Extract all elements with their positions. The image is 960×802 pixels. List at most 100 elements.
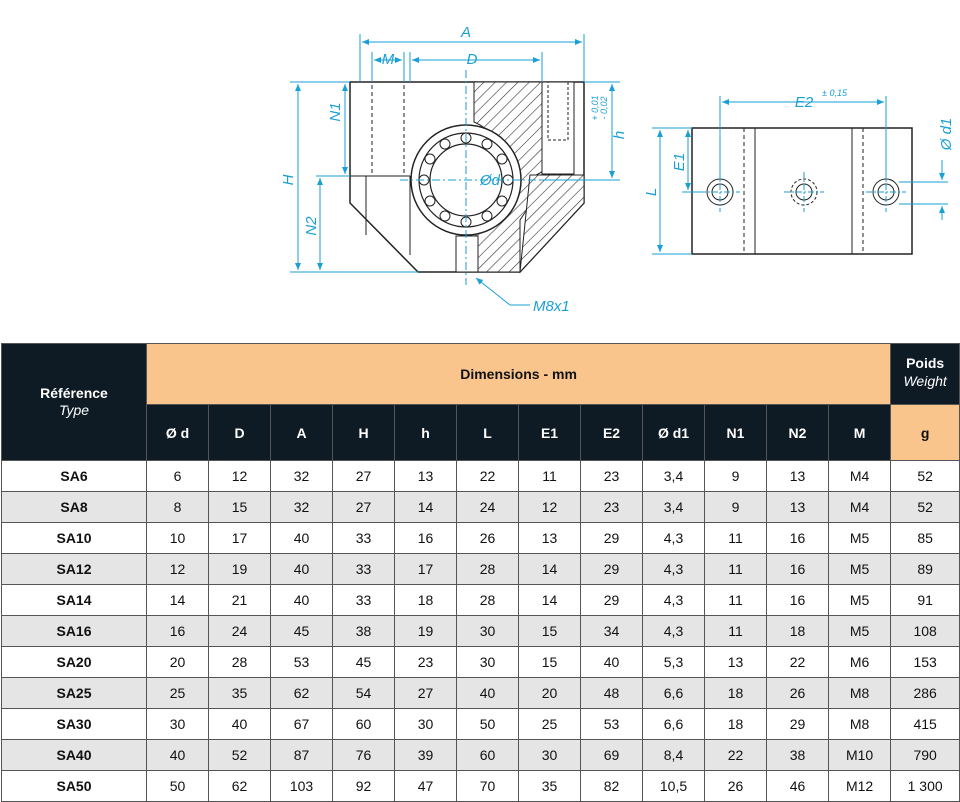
value-cell: 29 [580,522,643,554]
value-cell: 30 [456,615,519,647]
value-cell: 24 [208,615,271,647]
value-cell: 26 [456,522,519,554]
value-cell: 87 [270,739,333,771]
value-cell: 19 [394,615,457,647]
value-cell: 6,6 [642,708,705,740]
label-tol-plus: + 0,01 [590,95,600,120]
value-cell: 4,3 [642,522,705,554]
value-cell: 18 [704,708,767,740]
value-cell: 13 [704,646,767,678]
label-E2: E2 [795,94,814,111]
value-cell: 28 [456,584,519,616]
reference-cell: SA20 [1,646,147,678]
value-cell: 13 [766,460,829,492]
value-cell: 70 [456,770,519,802]
value-cell: 11 [704,553,767,585]
value-cell: 22 [704,739,767,771]
value-cell: 26 [766,677,829,709]
column-header: D [208,404,271,461]
label-E2-tol: ± 0,15 [822,88,848,98]
value-cell: 16 [766,553,829,585]
value-cell: 286 [890,677,960,709]
value-cell: 19 [208,553,271,585]
value-cell: 1 300 [890,770,960,802]
value-cell: 40 [208,708,271,740]
label-M: M [382,51,395,68]
value-cell: 92 [332,770,395,802]
value-cell: 10,5 [642,770,705,802]
value-cell: 27 [332,460,395,492]
value-cell: 11 [704,615,767,647]
value-cell: 39 [394,739,457,771]
value-cell: 45 [270,615,333,647]
reference-cell: SA14 [1,584,147,616]
value-cell: 48 [580,677,643,709]
weight-unit: g [890,404,960,461]
value-cell: 53 [580,708,643,740]
value-cell: 17 [394,553,457,585]
value-cell: M5 [827,553,892,585]
value-cell: 54 [332,677,395,709]
value-cell: 33 [332,584,395,616]
reference-cell: SA16 [1,615,147,647]
value-cell: 15 [208,491,271,523]
value-cell: 52 [890,460,960,492]
value-cell: 32 [270,460,333,492]
column-header: H [332,404,395,461]
value-cell: 12 [146,553,209,585]
value-cell: 103 [270,770,333,802]
label-m8x1: M8x1 [533,298,570,315]
value-cell: 35 [208,677,271,709]
value-cell: 30 [456,646,519,678]
column-header: A [270,404,333,461]
value-cell: 16 [394,522,457,554]
value-cell: 62 [208,770,271,802]
header-dimensions: Dimensions - mm [145,343,892,405]
value-cell: 27 [332,491,395,523]
value-cell: 62 [270,677,333,709]
value-cell: 18 [766,615,829,647]
value-cell: 47 [394,770,457,802]
value-cell: 11 [518,460,581,492]
label-N2: N2 [303,216,320,236]
value-cell: 14 [394,491,457,523]
value-cell: 4,3 [642,584,705,616]
value-cell: 27 [394,677,457,709]
value-cell: 40 [146,739,209,771]
value-cell: 9 [704,460,767,492]
value-cell: 14 [146,584,209,616]
value-cell: 30 [394,708,457,740]
value-cell: 28 [208,646,271,678]
value-cell: 52 [890,491,960,523]
value-cell: 11 [704,584,767,616]
value-cell: 40 [456,677,519,709]
label-D: D [467,51,478,68]
value-cell: 32 [270,491,333,523]
value-cell: 108 [890,615,960,647]
value-cell: 6 [146,460,209,492]
value-cell: 4,3 [642,615,705,647]
column-header: N1 [704,404,767,461]
value-cell: 23 [580,491,643,523]
column-header: E1 [518,404,581,461]
value-cell: 15 [518,646,581,678]
value-cell: 12 [208,460,271,492]
label-tol-minus: - 0,02 [599,96,609,119]
column-header: L [456,404,519,461]
dimensions-table: Référence Type Dimensions - mm Poids Wei… [1,343,960,802]
value-cell: 29 [580,553,643,585]
value-cell: M8 [827,677,892,709]
value-cell: 25 [146,677,209,709]
value-cell: 33 [332,553,395,585]
value-cell: M5 [827,615,892,647]
side-dimension-labels: E2 ± 0,15 E1 L Ø d1 [643,88,955,196]
value-cell: 28 [456,553,519,585]
value-cell: 16 [766,584,829,616]
